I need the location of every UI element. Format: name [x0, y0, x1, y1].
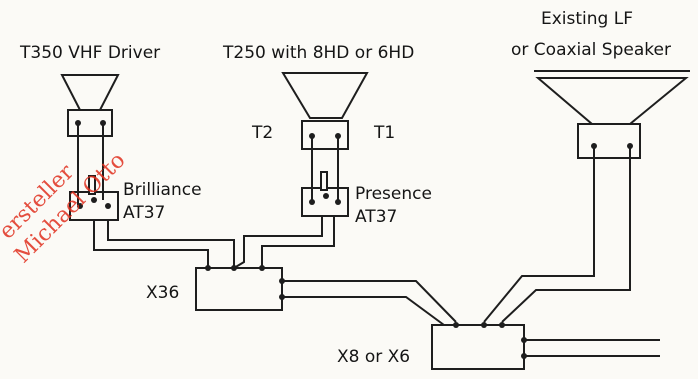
presence-knob — [320, 171, 328, 191]
x36-crossover — [195, 265, 285, 311]
wire-x36-to-x8-2 — [282, 296, 445, 326]
wire-lf-to-x8-1 — [483, 146, 595, 323]
label-t350: T350 VHF Driver — [19, 43, 160, 63]
t250-horn — [281, 72, 369, 119]
wiring — [77, 123, 660, 357]
x8-input-2 — [481, 322, 487, 328]
brilliance-terminal-3 — [105, 203, 111, 209]
t250-terminal-block — [301, 120, 349, 150]
label-t2: T2 — [251, 123, 273, 143]
wire-presence-to-x36-2 — [261, 216, 335, 268]
label-presence-model: AT37 — [355, 207, 397, 227]
presence-terminal-2 — [323, 193, 329, 199]
presence-terminal-1 — [309, 199, 315, 205]
label-t250: T250 with 8HD or 6HD — [222, 43, 414, 63]
wire-brilliance-to-x36-1 — [93, 220, 209, 268]
x8-box — [431, 324, 525, 370]
label-t1: T1 — [373, 123, 395, 143]
presence-attenuator-box — [301, 187, 349, 217]
x8-input-3 — [499, 322, 505, 328]
label-presence-name: Presence — [355, 184, 432, 204]
wire-lf-to-x8-2 — [501, 146, 631, 323]
wire-brilliance-to-x36-2 — [107, 220, 235, 268]
x8-input-1 — [453, 322, 459, 328]
x8-x6-crossover — [431, 322, 527, 370]
label-brilliance-name: Brilliance — [123, 180, 202, 200]
existing-lf-speaker — [534, 70, 690, 159]
t350-horn — [60, 74, 120, 111]
wire-presence-to-x36-1 — [233, 216, 323, 269]
presence-terminal-3 — [335, 199, 341, 205]
label-x36: X36 — [146, 283, 179, 303]
wire-x36-to-x8-1 — [282, 280, 457, 323]
x36-box — [195, 267, 283, 311]
brilliance-terminal-2 — [91, 197, 97, 203]
presence-at37 — [301, 171, 349, 217]
label-existing-line2: or Coaxial Speaker — [511, 40, 671, 60]
label-x8-x6: X8 or X6 — [337, 347, 410, 367]
t250-driver — [281, 72, 369, 150]
t350-vhf-driver — [60, 74, 120, 137]
brilliance-knob — [88, 175, 96, 195]
label-brilliance-model: AT37 — [123, 203, 165, 223]
brilliance-at37 — [69, 175, 119, 221]
label-existing-line1: Existing LF — [541, 9, 633, 29]
lf-speaker-cone — [535, 77, 689, 125]
